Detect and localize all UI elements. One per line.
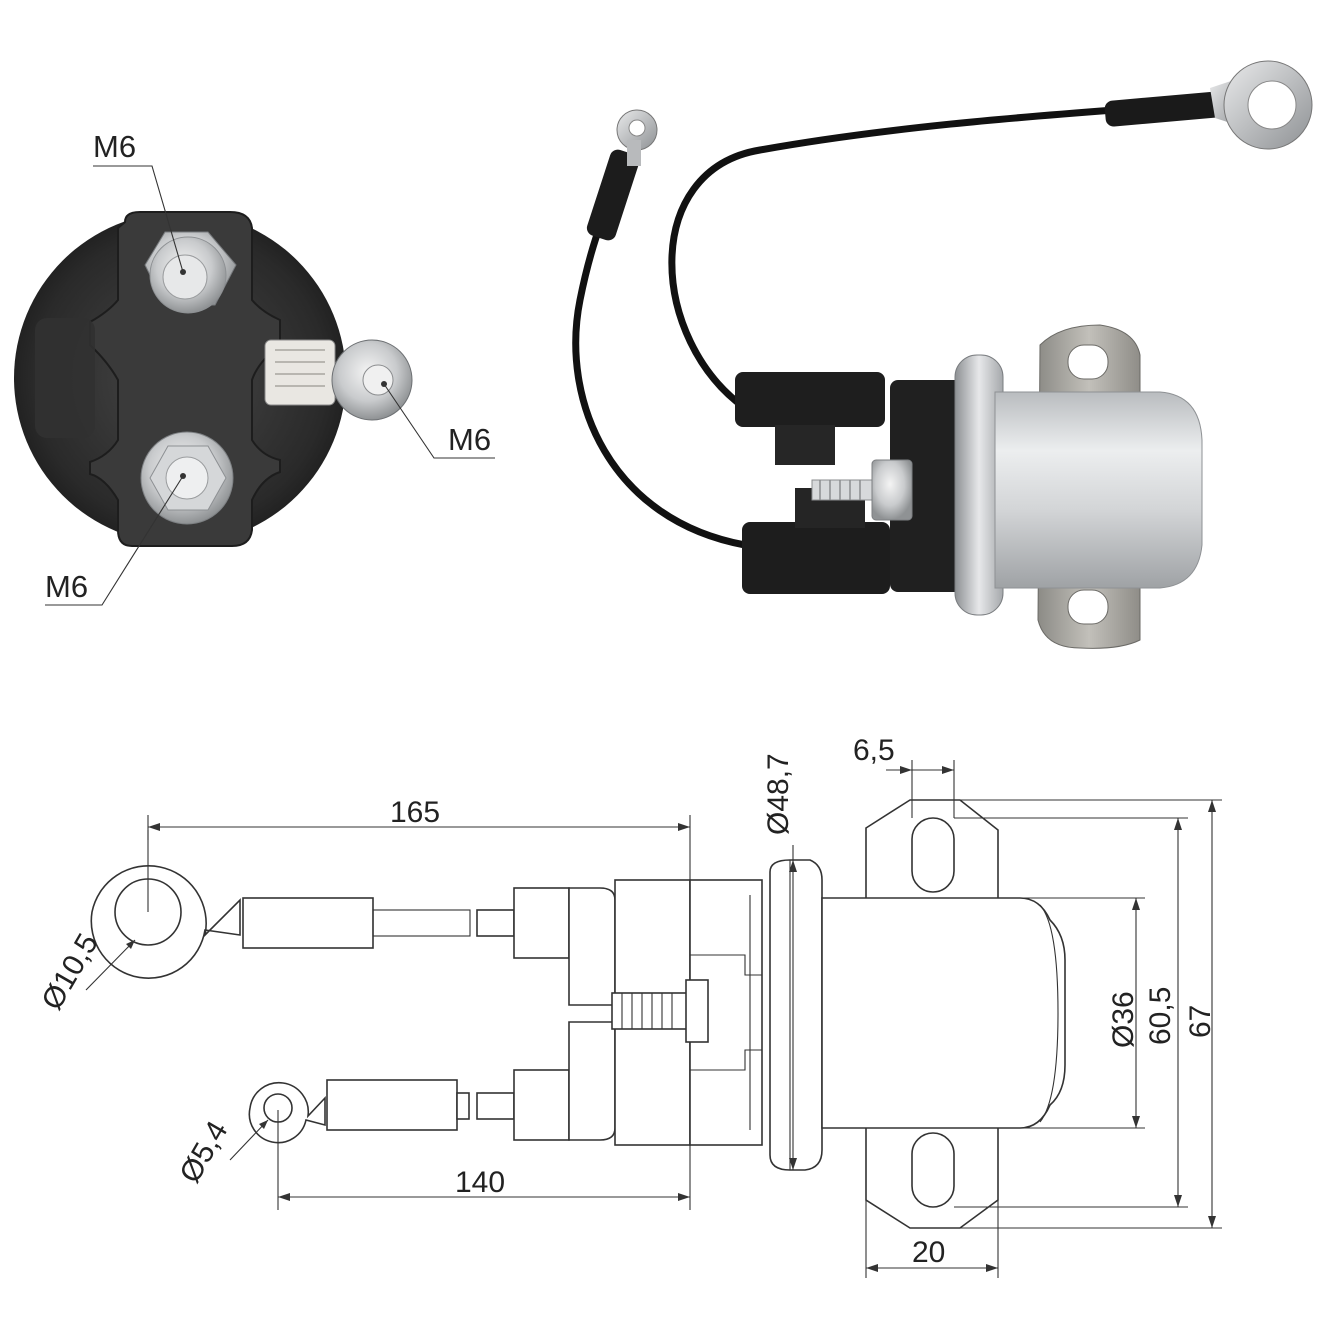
drawing-body xyxy=(821,897,1066,1129)
drawing-wire-short xyxy=(476,1092,515,1120)
dim-165: 165 xyxy=(147,796,691,890)
long-wire-sleeve xyxy=(1104,91,1226,127)
drawing-boot-upper xyxy=(513,887,570,959)
technical-drawing: 165 140 Ø48,7 6,5 xyxy=(35,734,1222,1278)
top-stud xyxy=(162,254,208,300)
drawing-body-dome xyxy=(1039,904,1059,1123)
dim-body-diameter: Ø36 xyxy=(1020,897,1145,1129)
bracket-slot-top xyxy=(1067,344,1109,380)
dim-165-text: 165 xyxy=(390,796,440,829)
drawing-stud-thread xyxy=(611,992,688,1030)
wire-long xyxy=(668,104,1141,411)
drawing-cap-lower xyxy=(568,1021,616,1141)
strap-texture xyxy=(275,349,325,387)
drawing-sleeve-short xyxy=(326,1079,458,1131)
solenoid-cap xyxy=(890,380,965,592)
dim-flange-diameter: Ø48,7 xyxy=(762,753,797,1170)
dim-20: 20 xyxy=(865,1200,999,1278)
drawing-stud-thread-lines xyxy=(621,993,673,1029)
drawing-flange xyxy=(769,859,823,1171)
dim-140-text: 140 xyxy=(455,1166,505,1199)
short-wire-sleeve xyxy=(586,149,640,241)
drawing-boot-lower xyxy=(513,1069,570,1141)
drawing-stud-nut xyxy=(685,979,709,1043)
drawing-sleeve-long xyxy=(242,897,374,949)
dim-140: 140 xyxy=(277,1110,691,1210)
drawing-cap-detail xyxy=(690,895,762,1130)
terminal-boss-cross xyxy=(89,211,281,547)
drawing-bracket-slot-top xyxy=(911,817,955,893)
cap-stud-nut xyxy=(871,459,913,521)
leader-bottom xyxy=(45,475,184,606)
leader-dot-side xyxy=(381,381,387,387)
solenoid-body xyxy=(994,391,1203,589)
dim-6-5-text: 6,5 xyxy=(853,734,895,767)
cap-stud-thread xyxy=(811,479,878,501)
drawing-sleeve-long-end xyxy=(476,909,515,937)
drawing-bracket-slot-bottom xyxy=(911,1132,955,1208)
drawing-ring-large xyxy=(90,830,241,980)
dim-ring-small-text: Ø5,4 xyxy=(173,1116,234,1189)
leader-top xyxy=(93,165,184,273)
dim-60-5-text: 60,5 xyxy=(1144,987,1177,1045)
bottom-stud xyxy=(165,456,209,500)
drawing-wire-long xyxy=(372,909,471,937)
label-top-stud: M6 xyxy=(93,129,136,164)
cap-stud-lines xyxy=(819,480,861,500)
dim-ring-large-text: Ø10,5 xyxy=(35,928,104,1015)
drawing-ring-small xyxy=(248,1081,326,1144)
boot-lower xyxy=(742,522,890,594)
label-side-stud: M6 xyxy=(448,422,491,457)
dim-67-text: 67 xyxy=(1184,1005,1217,1038)
bracket-slot-bottom xyxy=(1067,589,1109,625)
drawing-cap-upper xyxy=(568,887,616,1006)
drawing-sleeve-short-end xyxy=(456,1092,470,1120)
leader-side xyxy=(383,383,495,459)
side-lug xyxy=(35,318,95,438)
side-stud xyxy=(362,364,394,396)
ring-terminal-large xyxy=(1210,60,1313,150)
leader-dot-bottom xyxy=(180,473,186,479)
leader-dot-top xyxy=(180,269,186,275)
dim-flange-diameter-text: Ø48,7 xyxy=(762,753,795,835)
dim-6-5: 6,5 xyxy=(853,734,955,818)
dim-60-5: 60,5 xyxy=(954,817,1188,1208)
boot-upper xyxy=(735,372,885,427)
dim-20-text: 20 xyxy=(912,1236,945,1269)
dim-67: 67 xyxy=(960,799,1222,1229)
label-bottom-stud: M6 xyxy=(45,569,88,604)
end-view-photo: M6 M6 M6 xyxy=(14,129,495,606)
solenoid-photo xyxy=(572,60,1313,649)
boot-upper-step xyxy=(775,425,835,465)
dim-body-diameter-text: Ø36 xyxy=(1107,991,1140,1048)
ring-terminal-small xyxy=(616,109,658,166)
